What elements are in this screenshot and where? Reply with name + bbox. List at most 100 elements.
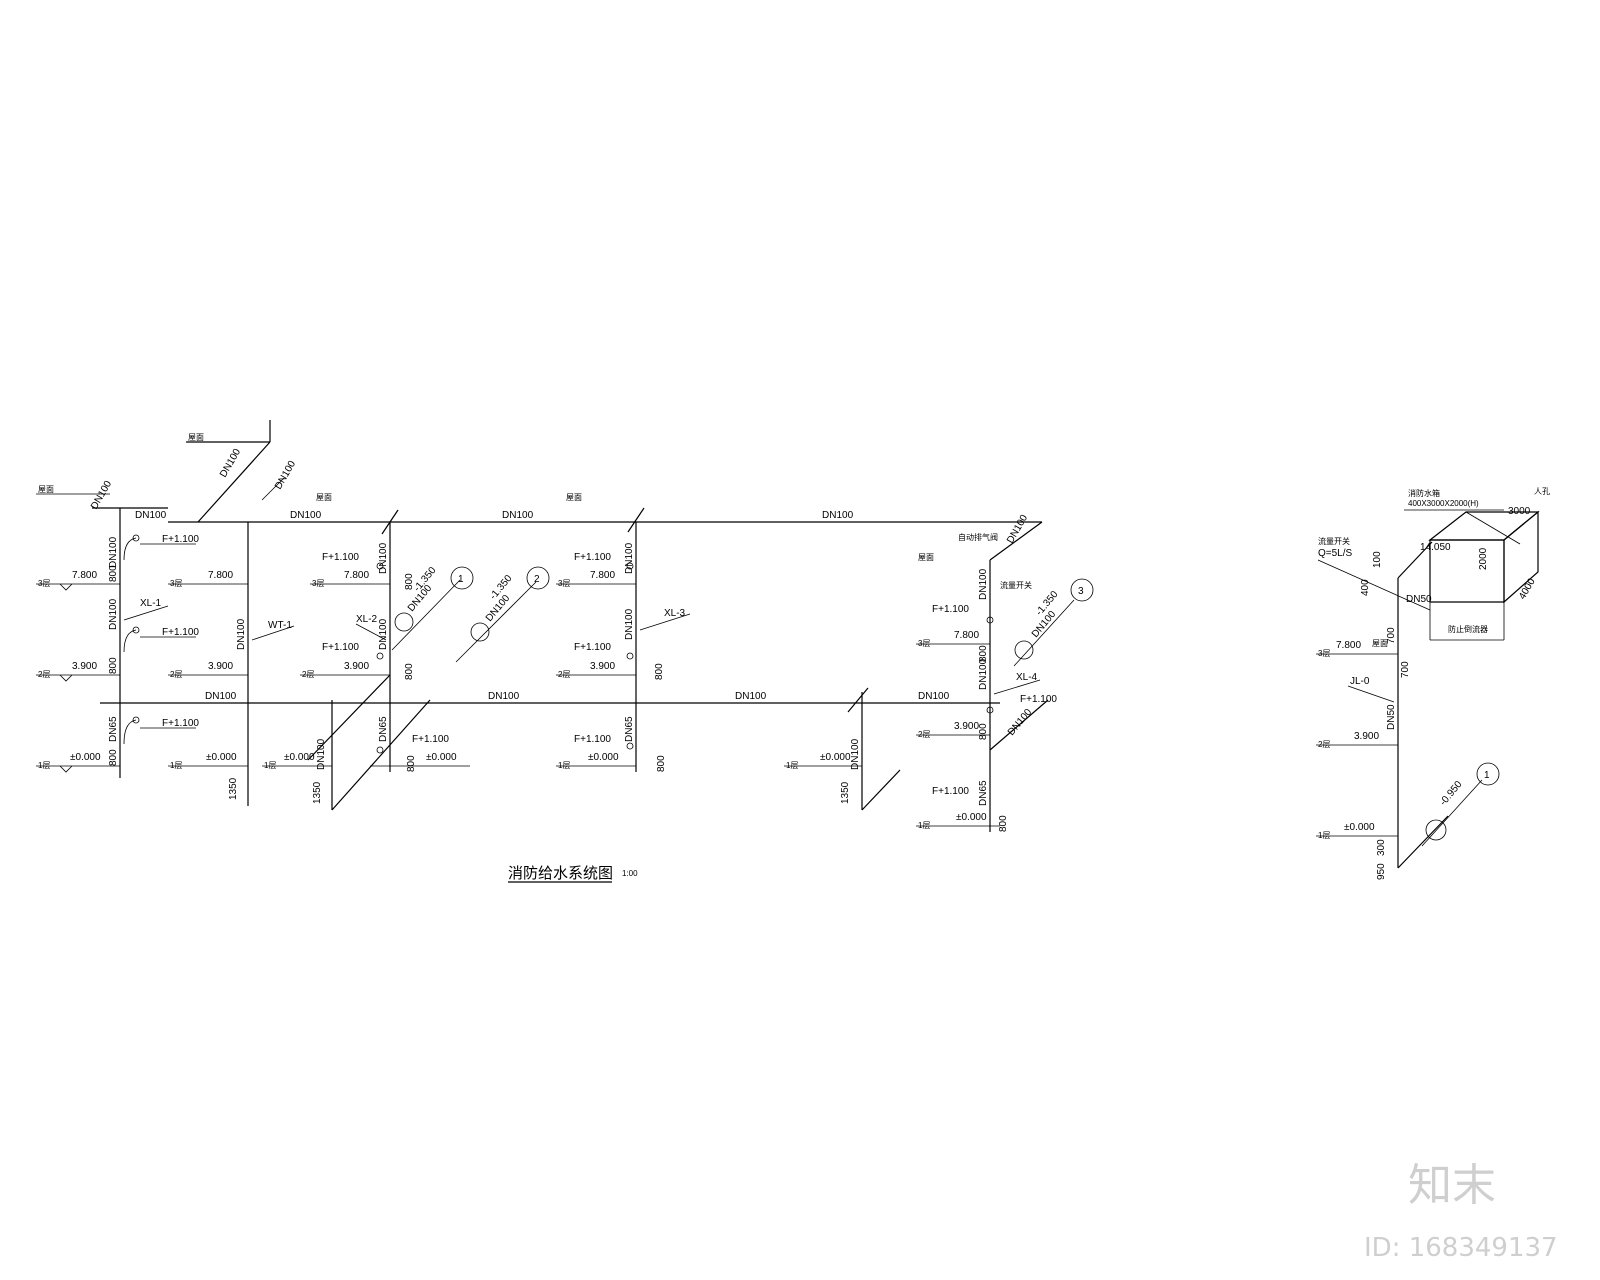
xl2-floor-2: 2层 xyxy=(302,670,314,679)
tank-manhole: 人孔 xyxy=(1534,487,1550,496)
xl1-f-1: F+1.100 xyxy=(162,718,199,729)
xl1-f-3: F+1.100 xyxy=(162,534,199,545)
xl1-dim-2: 800 xyxy=(108,657,119,674)
jl0-dim-950: 950 xyxy=(1376,863,1387,880)
pipe-size-roof-3: DN100 xyxy=(89,479,114,512)
jl0-dim-300: 300 xyxy=(1376,839,1387,856)
inlet3-size: DN100 xyxy=(850,738,861,770)
wt1-label: WT-1 xyxy=(268,620,292,631)
xl3-f-3: F+1.100 xyxy=(574,552,611,563)
xl4-size-c: DN65 xyxy=(978,780,989,806)
xl2-size-b: DN100 xyxy=(378,618,389,650)
jl0-roof: 屋面 xyxy=(1372,639,1388,648)
xl2-dim-1: 800 xyxy=(406,755,417,772)
xl2-floor-3: 3层 xyxy=(312,579,324,588)
xl4-dim-2: 800 xyxy=(978,723,989,740)
watermark-logo: 知末 xyxy=(1408,1160,1496,1211)
tank-dim-4000: 4000 xyxy=(1517,576,1538,601)
xl4-elev-2: 3.900 xyxy=(954,721,979,732)
pipe-size-upper-a: DN100 xyxy=(135,510,167,521)
wt1-elev-3: 7.800 xyxy=(208,570,233,581)
wt1-floor-2: 2层 xyxy=(170,670,182,679)
xl1-label: XL-1 xyxy=(140,598,162,609)
upper-main-pipe xyxy=(92,507,1042,523)
jl0-size: DN50 xyxy=(1386,704,1397,730)
pipe-size-upper-d: DN100 xyxy=(822,510,854,521)
diagram-title-suffix: 1:00 xyxy=(622,869,638,878)
jl0-elev-3: 7.800 xyxy=(1336,640,1361,651)
jl0-dim-400: 400 xyxy=(1360,579,1371,596)
pipe-size-roof-1: DN100 xyxy=(218,447,243,480)
xl4-size-a: DN100 xyxy=(978,568,989,600)
wt1-elev-1: ±0.000 xyxy=(206,752,237,763)
xl1-floor-2: 2层 xyxy=(38,670,50,679)
roof-connection: 屋面 DN100 DN100 屋面 DN100 xyxy=(36,420,298,523)
ref-circle-1: 1 xyxy=(458,574,464,585)
tank-flow-switch: 流量开关 xyxy=(1318,536,1350,546)
xl4-dim-3: 800 xyxy=(978,645,989,662)
xl1-elev-2: 3.900 xyxy=(72,661,97,672)
watermark-id: ID: 168349137 xyxy=(1364,1233,1558,1263)
inlet1-floor-1: 1层 xyxy=(264,761,276,770)
jl0-dim-700: 700 xyxy=(1386,627,1397,644)
wt1-dim: 1350 xyxy=(228,777,239,800)
riser-wt-1: DN100 WT-1 1350 3层 2层 1层 7.800 3.900 ±0.… xyxy=(168,522,295,806)
xl4-elev-1: ±0.000 xyxy=(956,812,987,823)
xl4-f-1: F+1.100 xyxy=(932,786,969,797)
xl4-f-3: F+1.100 xyxy=(932,604,969,615)
riser-xl-2: DN100 DN100 DN65 XL-2 F+1.100 F+1.100 F+… xyxy=(300,509,470,772)
tank-size: 400X3000X2000(H) xyxy=(1408,499,1479,508)
xl3-elev-3: 7.800 xyxy=(590,570,615,581)
riser-xl-3: DN100 DN100 DN65 XL-3 F+1.100 F+1.100 F+… xyxy=(556,507,691,772)
xl2-f-1: F+1.100 xyxy=(412,734,449,745)
pipe-size-lower-a: DN100 xyxy=(205,691,237,702)
pipe-size-lower-c: DN100 xyxy=(735,691,767,702)
xl3-dim-2: 800 xyxy=(654,663,665,680)
riser-xl-1: DN100 DN100 DN65 XL-1 F+1.100 F+1.100 F+… xyxy=(108,508,199,778)
xl4-elev-3: 7.800 xyxy=(954,630,979,641)
jl0-top-size: DN50 xyxy=(1406,594,1432,605)
jl0-label: JL-0 xyxy=(1350,676,1370,687)
pipe-size-upper-b: DN100 xyxy=(290,510,322,521)
xl2-elev-3: 7.800 xyxy=(344,570,369,581)
xl4-branch-size: DN100 xyxy=(1006,707,1035,738)
xl4-exhaust-valve: 自动排气阀 xyxy=(958,532,998,542)
xl3-elev-2: 3.900 xyxy=(590,661,615,672)
xl4-label: XL-4 xyxy=(1016,672,1038,683)
tank-dim-2000: 2000 xyxy=(1478,547,1489,570)
tank-name: 消防水箱 xyxy=(1408,488,1440,498)
jl0-dim-100: 100 xyxy=(1372,551,1383,568)
jl0-riser: DN50 DN50 JL-0 3层 2层 1层 屋面 7.800 3.900 ±… xyxy=(1316,541,1500,880)
pipe-size-roof-2: DN100 xyxy=(273,459,298,492)
xl3-dim-1: 800 xyxy=(656,755,667,772)
tank-dim-3000: 3000 xyxy=(1508,506,1531,517)
ref-circle-4: 1 xyxy=(1484,770,1490,781)
xl2-dim-3: 800 xyxy=(404,573,415,590)
inlet3-dim: 1350 xyxy=(840,781,851,804)
wt1-elev-2: 3.900 xyxy=(208,661,233,672)
xl4-f-2: F+1.100 xyxy=(1020,694,1057,705)
xl3-size-a: DN100 xyxy=(624,542,635,574)
jl0-elev-2: 3.900 xyxy=(1354,731,1379,742)
tank-flow: Q=5L/S xyxy=(1318,548,1353,559)
inlet-1: DN100 1350 1层 ±0.000 DN100 -1.350 1 xyxy=(262,565,474,811)
roof-label-left: 屋面 xyxy=(38,485,54,494)
xl1-size-b: DN100 xyxy=(108,598,119,630)
wt1-floor-3: 3层 xyxy=(170,579,182,588)
jl0-floor-2: 2层 xyxy=(1318,740,1330,749)
xl3-floor-3: 3层 xyxy=(558,579,570,588)
xl1-f-2: F+1.100 xyxy=(162,627,199,638)
xl2-label: XL-2 xyxy=(356,614,378,625)
inlet3-floor-1: 1层 xyxy=(786,761,798,770)
xl1-elev-3: 7.800 xyxy=(72,570,97,581)
xl2-elev-1: ±0.000 xyxy=(426,752,457,763)
riser-xl-4: DN100 DN100 DN65 XL-4 F+1.100 F+1.100 F+… xyxy=(916,513,1094,832)
tank-anti-backflow: 防止倒流器 xyxy=(1448,624,1488,634)
roof-label-4: 屋面 xyxy=(918,553,934,562)
ref-circle-3: 3 xyxy=(1078,586,1084,597)
inlet-3: DN100 1350 1层 ±0.000 xyxy=(784,687,901,811)
roof-label-2: 屋面 xyxy=(316,493,332,502)
inlet-2: DN100 -1.350 2 xyxy=(455,566,550,663)
xl1-elev-1: ±0.000 xyxy=(70,752,101,763)
